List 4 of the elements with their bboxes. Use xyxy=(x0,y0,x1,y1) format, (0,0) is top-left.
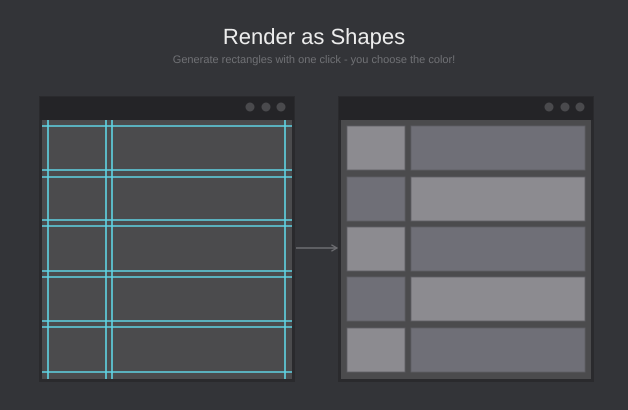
window-with-guide-lines xyxy=(39,96,295,382)
arrow xyxy=(296,244,338,252)
title: Render as Shapes xyxy=(222,24,406,50)
subtitle: Generate rectangles with one click - you choose the color! xyxy=(172,54,456,66)
